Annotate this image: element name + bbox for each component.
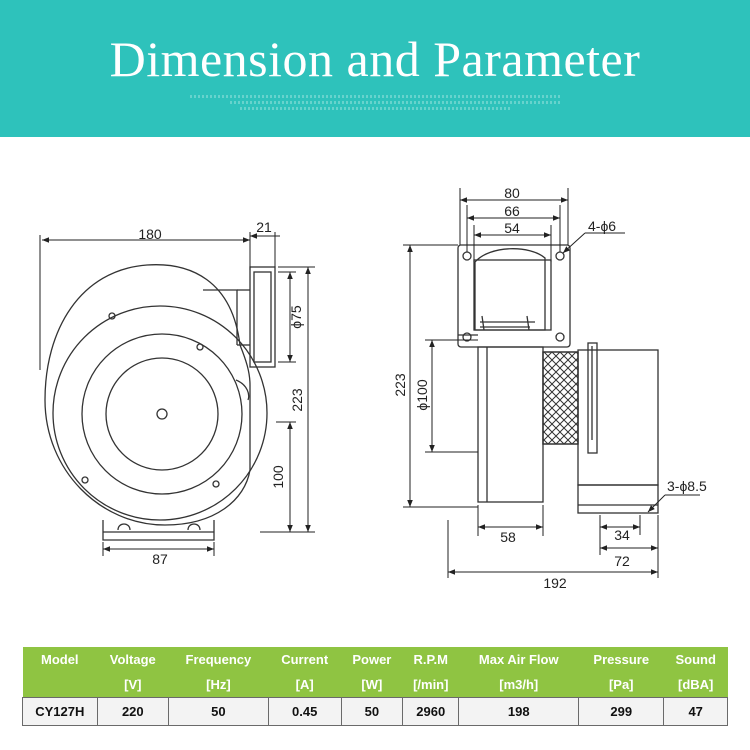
unit-frequency: [Hz] [168, 672, 269, 698]
dim-dia75-label: ϕ75 [288, 305, 304, 329]
header-current: Current [268, 647, 342, 672]
table-unit-row: [V] [Hz] [A] [W] [/min] [m3/h] [Pa] [dBA… [22, 672, 728, 698]
dim-dia100-label: ϕ100 [414, 379, 430, 410]
page-title: Dimension and Parameter [109, 31, 641, 87]
cell-model: CY127H [22, 697, 98, 726]
header-pressure: Pressure [578, 647, 664, 672]
unit-voltage: [V] [97, 672, 169, 698]
unit-rpm: [/min] [402, 672, 459, 698]
unit-sound: [dBA] [663, 672, 728, 698]
header-power: Power [341, 647, 403, 672]
unit-max-air-flow: [m3/h] [458, 672, 579, 698]
spec-table-container: Model Voltage Frequency Current Power R.… [22, 647, 728, 726]
dim-54-label: 54 [504, 220, 520, 236]
cell-current: 0.45 [267, 697, 342, 726]
header-frequency: Frequency [168, 647, 269, 672]
header-rpm: R.P.M [402, 647, 459, 672]
dim-87-label: 87 [152, 551, 168, 567]
dim-192-label: 192 [543, 575, 567, 591]
dim-34-label: 34 [614, 527, 630, 543]
cell-max-air-flow: 198 [458, 697, 580, 726]
unit-model [22, 672, 98, 698]
header-sound: Sound [663, 647, 728, 672]
cell-pressure: 299 [578, 697, 665, 726]
unit-power: [W] [341, 672, 403, 698]
dim-3-holes-label: 3-ϕ8.5 [667, 478, 707, 494]
cell-power: 50 [340, 697, 404, 726]
dim-58-label: 58 [500, 529, 516, 545]
dim-180-label: 180 [138, 226, 162, 242]
dim-223-right-label: 223 [392, 373, 408, 397]
cell-rpm: 2960 [402, 697, 460, 726]
technical-drawing: 180 21 ϕ75 223 100 87 80 66 54 4-ϕ6 223 … [39, 185, 707, 591]
banner-decoration [240, 107, 510, 110]
dim-66-label: 66 [504, 203, 520, 219]
dim-4-holes-label: 4-ϕ6 [588, 218, 616, 234]
title-banner: Dimension and Parameter [0, 0, 750, 137]
unit-pressure: [Pa] [578, 672, 664, 698]
cell-frequency: 50 [168, 697, 269, 726]
banner-decoration [230, 101, 560, 104]
cell-voltage: 220 [96, 697, 170, 726]
header-max-air-flow: Max Air Flow [458, 647, 579, 672]
dim-80-label: 80 [504, 185, 520, 201]
unit-current: [A] [268, 672, 342, 698]
header-model: Model [22, 647, 98, 672]
dim-223-left-label: 223 [289, 388, 305, 412]
spec-table: Model Voltage Frequency Current Power R.… [22, 647, 728, 726]
table-header-row: Model Voltage Frequency Current Power R.… [22, 647, 728, 672]
dim-21-label: 21 [256, 219, 272, 235]
header-voltage: Voltage [97, 647, 169, 672]
table-row: CY127H 220 50 0.45 50 2960 198 299 47 [22, 697, 728, 726]
cell-sound: 47 [663, 697, 728, 726]
dim-100-label: 100 [270, 465, 286, 489]
front-view [44, 264, 276, 541]
dim-72-label: 72 [614, 553, 630, 569]
banner-decoration [190, 95, 560, 98]
side-view [457, 244, 659, 514]
